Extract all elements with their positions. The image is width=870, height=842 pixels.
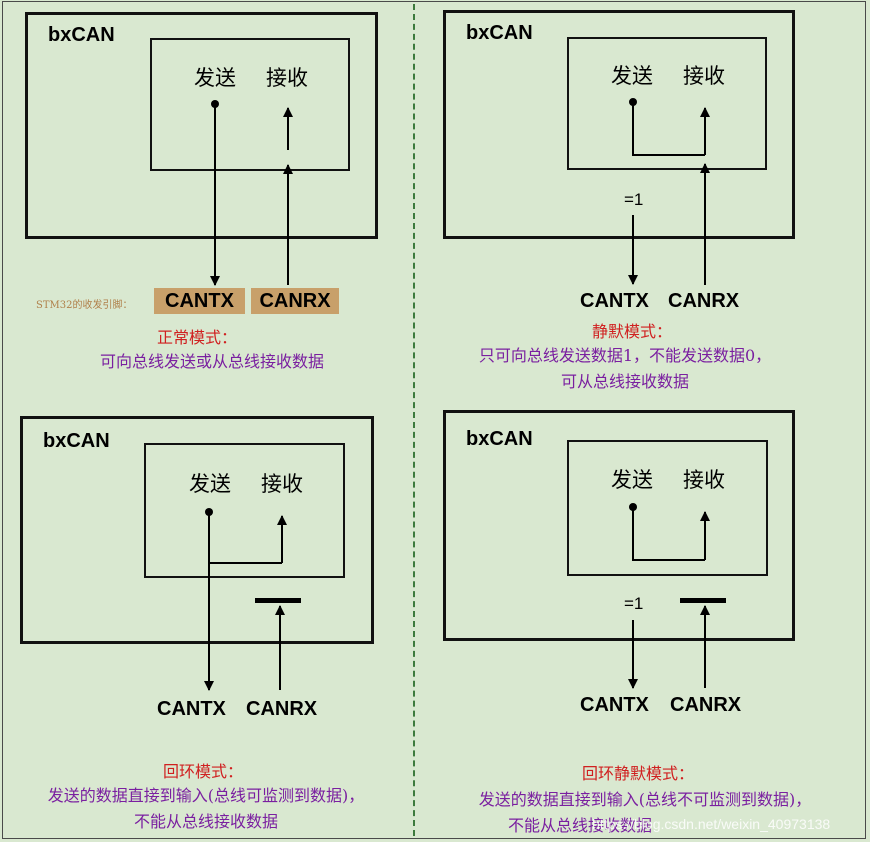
silent-bxcan-label: bxCAN <box>466 22 533 44</box>
loopback-mode-title: 回环模式： <box>163 762 244 781</box>
normal-mode-desc-1: 可向总线发送或从总线接收数据 <box>99 352 324 371</box>
normal-bxcan-label: bxCAN <box>48 24 115 46</box>
silent-tx-label: 发送 <box>611 64 653 88</box>
loopback-rx-label: 接收 <box>261 472 303 496</box>
loopback-tx-label: 发送 <box>189 472 231 496</box>
loopback-silent-canrx-label: CANRX <box>670 694 742 716</box>
normal-bxcan-block <box>25 12 378 239</box>
silent-tx-node <box>629 98 637 106</box>
loopback-silent-tx-node <box>629 503 637 511</box>
silent-canrx-label: CANRX <box>668 290 740 312</box>
loopback-silent-block-bar <box>680 598 726 603</box>
pin-note: STM32的收发引脚： <box>36 300 133 311</box>
loopback-silent-mode-title: 回环静默模式： <box>582 764 695 783</box>
loopback-inner-block <box>144 443 345 578</box>
normal-rx-label: 接收 <box>266 66 308 90</box>
normal-tx-label: 发送 <box>194 66 236 90</box>
loopback-silent-bxcan-label: bxCAN <box>466 428 533 450</box>
loopback-silent-mode-desc-1: 发送的数据直接到输入(总线不可监测到数据)， <box>478 790 812 809</box>
silent-mode-desc-1: 只可向总线发送数据1，不能发送数据0， <box>478 346 772 365</box>
silent-mode-title: 静默模式： <box>592 322 673 341</box>
loopback-silent-tx-label: 发送 <box>611 468 653 492</box>
silent-loop-wire <box>632 104 705 156</box>
silent-eq-one: =1 <box>624 190 644 209</box>
loopback-cantx-label: CANTX <box>157 698 226 720</box>
normal-tx-node <box>211 100 219 108</box>
silent-mode-desc-2: 可从总线接收数据 <box>560 372 689 391</box>
loopback-silent-bxcan-block <box>443 410 795 641</box>
center-divider <box>413 4 415 836</box>
normal-canrx-pin: CANRX <box>251 288 339 314</box>
loopback-silent-eq-one: =1 <box>624 594 644 613</box>
loopback-bxcan-block <box>20 416 374 644</box>
loopback-mode-desc-1: 发送的数据直接到输入(总线可监测到数据)， <box>47 786 365 805</box>
loopback-block-bar <box>255 598 301 603</box>
loopback-mode-desc-2: 不能从总线接收数据 <box>133 812 278 831</box>
silent-bxcan-block <box>443 10 795 239</box>
loopback-bxcan-label: bxCAN <box>43 430 110 452</box>
loopback-silent-mode-desc-2: 不能从总线接收数据 <box>507 816 652 835</box>
silent-inner-block <box>567 37 767 170</box>
loopback-silent-rx-label: 接收 <box>683 468 725 492</box>
silent-cantx-label: CANTX <box>580 290 649 312</box>
normal-mode-title: 正常模式： <box>157 328 238 347</box>
loopback-silent-loop-wire <box>632 508 705 561</box>
loopback-silent-inner-block <box>567 440 768 576</box>
normal-inner-block <box>150 38 350 171</box>
loopback-silent-cantx-label: CANTX <box>580 694 649 716</box>
loopback-loop-wire <box>208 512 282 564</box>
loopback-tx-node <box>205 508 213 516</box>
watermark: https://blog.csdn.net/weixin_40973138 <box>592 816 831 832</box>
normal-cantx-pin: CANTX <box>154 288 245 314</box>
loopback-canrx-label: CANRX <box>246 698 318 720</box>
silent-rx-label: 接收 <box>683 64 725 88</box>
